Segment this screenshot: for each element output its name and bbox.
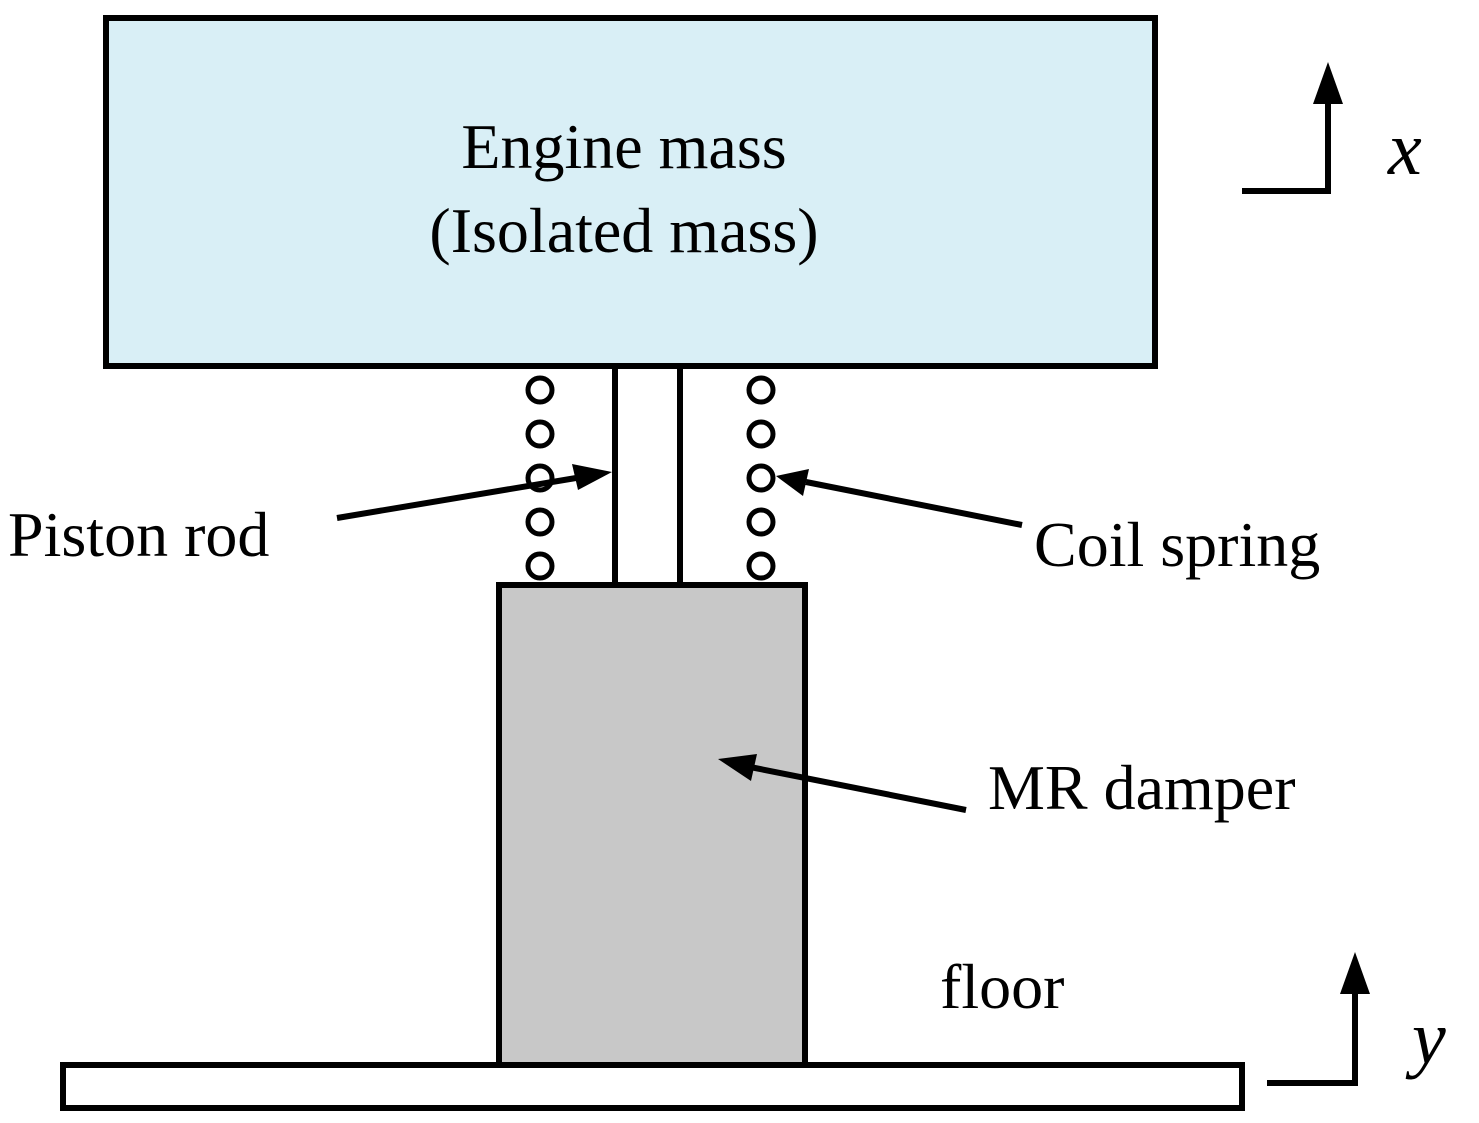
floor-label: floor [940, 951, 1064, 1022]
coil-spring-arrow [776, 469, 1023, 528]
piston-rod [612, 363, 683, 588]
engine-mass-block [103, 15, 1158, 369]
mr-damper-arrow [718, 754, 967, 813]
coil-spring-label: Coil spring [1034, 509, 1320, 580]
engine-mass-label: Engine mass [461, 111, 786, 182]
coil-spring-right [746, 375, 776, 581]
isolated-mass-label: (Isolated mass) [429, 195, 818, 266]
y-displacement-arrow [1267, 952, 1370, 1086]
floor-plate [60, 1062, 1245, 1111]
x-displacement-arrow [1242, 62, 1343, 194]
piston-rod-label: Piston rod [8, 499, 269, 570]
x-variable-label: x [1387, 107, 1422, 191]
mr-damper-label: MR damper [988, 752, 1296, 823]
coil-spring-left [525, 375, 555, 581]
piston-rod-arrow [336, 464, 612, 521]
mr-damper-body [496, 582, 808, 1068]
y-variable-label: y [1405, 996, 1446, 1080]
